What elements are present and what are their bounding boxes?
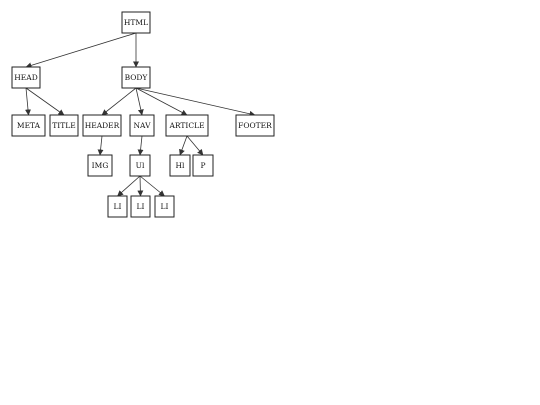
- node-li-2: LI: [130, 195, 151, 218]
- node-p: P: [192, 154, 214, 177]
- node-ul-label: Ul: [136, 161, 145, 170]
- node-nav: NAV: [129, 114, 155, 137]
- node-h1: Hl: [169, 154, 191, 177]
- edge-ul-li1: [117, 175, 141, 197]
- node-p-label: P: [200, 161, 205, 170]
- node-footer-label: FOOTER: [238, 121, 272, 130]
- node-nav-label: NAV: [133, 121, 151, 130]
- node-li-3-label: LI: [161, 202, 169, 211]
- node-meta-label: META: [17, 121, 41, 130]
- edge-body-article: [135, 87, 188, 116]
- nodes: HTML HEAD BODY META TITLE HEADER NAV AR: [11, 11, 275, 218]
- node-head: HEAD: [11, 66, 41, 89]
- edges: [25, 32, 256, 197]
- edge-article-h1: [179, 135, 188, 156]
- node-img: IMG: [87, 154, 113, 177]
- node-li-3: LI: [154, 195, 175, 218]
- node-body: BODY: [121, 66, 151, 89]
- edge-body-nav: [135, 87, 144, 116]
- node-article: ARTICLE: [165, 114, 209, 137]
- node-header: HEADER: [82, 114, 122, 137]
- node-title-label: TITLE: [52, 121, 75, 130]
- edge-article-p: [186, 135, 204, 156]
- node-article-label: ARTICLE: [168, 121, 204, 130]
- node-html: HTML: [121, 11, 151, 34]
- edge-ul-li2: [137, 175, 144, 197]
- node-ul: Ul: [129, 154, 151, 177]
- node-h1-label: Hl: [176, 161, 186, 170]
- edge-html-head: [25, 32, 137, 69]
- node-meta: META: [11, 114, 46, 137]
- edge-body-header: [101, 87, 137, 116]
- node-li-2-label: LI: [137, 202, 145, 211]
- node-body-label: BODY: [125, 73, 149, 82]
- node-title: TITLE: [49, 114, 79, 137]
- edge-body-footer: [135, 87, 256, 117]
- node-li-1-label: LI: [114, 202, 122, 211]
- edge-header-img: [97, 135, 104, 156]
- edge-head-title: [25, 87, 65, 116]
- node-header-label: HEADER: [85, 121, 120, 130]
- edge-nav-ul: [137, 135, 144, 156]
- node-footer: FOOTER: [235, 114, 275, 137]
- node-img-label: IMG: [92, 161, 109, 170]
- node-head-label: HEAD: [14, 73, 37, 82]
- edge-head-meta: [25, 87, 31, 116]
- node-li-1: LI: [107, 195, 128, 218]
- node-html-label: HTML: [124, 18, 148, 27]
- edge-ul-li3: [139, 175, 165, 197]
